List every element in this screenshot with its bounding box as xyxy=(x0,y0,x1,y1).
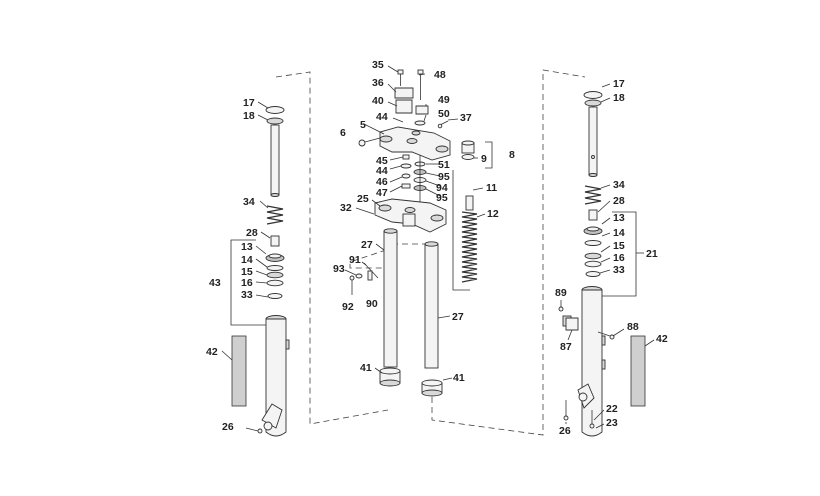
bracket-11-12 xyxy=(452,170,470,291)
callout-93: 93 xyxy=(333,263,345,275)
callout-94: 94 xyxy=(436,182,448,194)
callout-16-left: 16 xyxy=(241,277,253,289)
riser-40 xyxy=(395,99,413,114)
callout-89: 89 xyxy=(555,287,567,299)
tube-caps-41 xyxy=(379,367,443,397)
center-leader-lines xyxy=(344,65,486,381)
callout-15-left: 15 xyxy=(241,266,253,278)
callout-48: 48 xyxy=(434,69,446,81)
callout-32: 32 xyxy=(340,202,352,214)
callout-27-upper: 27 xyxy=(361,239,373,251)
callout-25: 25 xyxy=(357,193,369,205)
left-bush xyxy=(270,235,280,247)
callout-18-left: 18 xyxy=(243,110,255,122)
cap-9 xyxy=(461,140,475,160)
callout-45: 45 xyxy=(376,155,388,167)
callout-28-right: 28 xyxy=(613,195,625,207)
callout-44-top: 44 xyxy=(376,111,388,123)
right-lower-slider xyxy=(562,286,606,437)
callout-35: 35 xyxy=(372,59,384,71)
callout-87: 87 xyxy=(560,341,572,353)
callout-37: 37 xyxy=(460,112,472,124)
center-assembly xyxy=(349,69,493,397)
callout-15-right: 15 xyxy=(613,240,625,252)
callout-12: 12 xyxy=(487,208,499,220)
callout-44-mid: 44 xyxy=(376,165,388,177)
bolt-48 xyxy=(417,69,424,100)
callout-95-lower: 95 xyxy=(436,192,448,204)
callout-41-right: 41 xyxy=(453,372,465,384)
callout-33-right: 33 xyxy=(613,264,625,276)
left-short-spring xyxy=(266,205,284,225)
callout-42-left: 42 xyxy=(206,346,218,358)
callout-90: 90 xyxy=(366,298,378,310)
callout-22: 22 xyxy=(606,403,618,415)
callout-40: 40 xyxy=(372,95,384,107)
callout-49: 49 xyxy=(438,94,450,106)
callout-27-lower: 27 xyxy=(452,311,464,323)
bracket-21 xyxy=(602,211,637,297)
right-fork-leg xyxy=(558,91,646,437)
callout-51: 51 xyxy=(438,159,450,171)
callout-42-right: 42 xyxy=(656,333,668,345)
callout-8: 8 xyxy=(509,149,515,161)
callout-18-right: 18 xyxy=(613,92,625,104)
callout-14-right: 14 xyxy=(613,227,625,239)
long-spring-12 xyxy=(461,211,478,283)
callout-36: 36 xyxy=(372,77,384,89)
callout-14-left: 14 xyxy=(241,254,253,266)
callout-95-upper: 95 xyxy=(438,171,450,183)
bolt-35 xyxy=(397,69,404,86)
bracket-8 xyxy=(485,141,493,169)
callout-labels: 17 18 34 28 13 14 15 16 33 43 42 26 35 4… xyxy=(206,59,668,437)
bolt-6 xyxy=(358,137,381,147)
callout-43: 43 xyxy=(209,277,221,289)
clamp-36 xyxy=(394,87,414,99)
bracket-43 xyxy=(230,239,266,326)
left-top-cap xyxy=(265,106,285,114)
left-leader-lines xyxy=(221,101,271,361)
callout-28-left: 28 xyxy=(246,227,258,239)
callout-33-left: 33 xyxy=(241,289,253,301)
callout-91: 91 xyxy=(349,254,361,266)
callout-41-left: 41 xyxy=(360,362,372,374)
left-o-ring xyxy=(266,117,284,125)
callout-17-right: 17 xyxy=(613,78,625,90)
left-lower-slider xyxy=(261,315,290,437)
right-inner-rod xyxy=(588,106,598,176)
callout-13-left: 13 xyxy=(241,241,253,253)
left-reflector-strip xyxy=(231,335,247,407)
callout-17-left: 17 xyxy=(243,97,255,109)
callout-47: 47 xyxy=(376,187,388,199)
small-fasteners xyxy=(349,262,379,295)
lower-yoke xyxy=(374,198,447,233)
right-short-spring xyxy=(584,185,602,205)
callout-34-left: 34 xyxy=(243,196,255,208)
callout-26-right: 26 xyxy=(559,425,571,437)
callout-16-right: 16 xyxy=(613,252,625,264)
left-fork-leg xyxy=(230,106,290,437)
callout-46: 46 xyxy=(376,176,388,188)
callout-26-left: 26 xyxy=(222,421,234,433)
right-leader-lines xyxy=(560,83,655,429)
callout-13-right: 13 xyxy=(613,212,625,224)
right-reflector-strip xyxy=(630,335,646,407)
callout-34-right: 34 xyxy=(613,179,625,191)
callout-23: 23 xyxy=(606,417,618,429)
callout-11: 11 xyxy=(486,182,497,194)
callout-6: 6 xyxy=(340,127,346,139)
top-yoke xyxy=(379,126,451,161)
callout-88: 88 xyxy=(627,321,639,333)
callout-9: 9 xyxy=(481,153,487,165)
dashed-frame-lines xyxy=(275,69,586,436)
callout-5: 5 xyxy=(360,119,366,131)
left-inner-rod xyxy=(270,124,280,196)
damper-rod-11 xyxy=(465,195,474,211)
fork-tubes-27 xyxy=(383,228,439,369)
left-screw xyxy=(245,427,263,434)
callout-92: 92 xyxy=(342,301,354,313)
callout-21: 21 xyxy=(646,248,658,260)
callout-50: 50 xyxy=(438,108,450,120)
